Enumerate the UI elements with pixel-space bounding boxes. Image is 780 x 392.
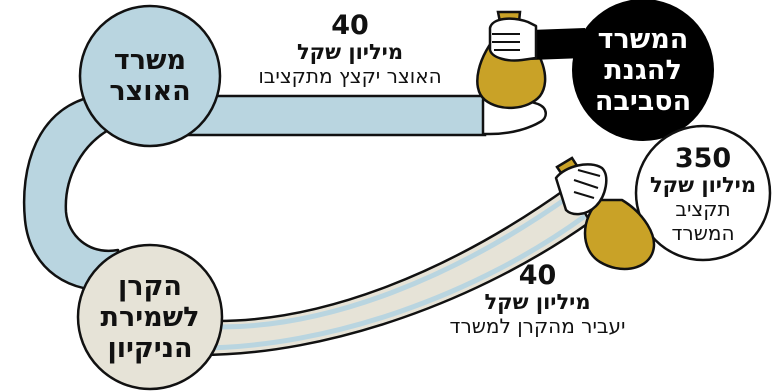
treasury-circle (78, 4, 222, 148)
fist-fingers (492, 33, 520, 51)
budget-amount: 350 (674, 143, 732, 174)
budget-circle (634, 124, 772, 262)
ministry-label-line3: הסביבה (594, 86, 692, 117)
fund-label-line3: הניקיון (107, 333, 193, 364)
treasury-label: משרד האוצר (90, 45, 210, 107)
ministry-label: המשרד להגנת הסביבה (583, 24, 703, 117)
treasury-label-line1: משרד (113, 45, 187, 76)
fist-icon (554, 163, 608, 216)
fund-transfer-desc: יעביר מהקרן למשרד (449, 314, 626, 338)
ministry-sleeve (530, 28, 585, 60)
fist-fingers (573, 169, 601, 199)
fund-label-line2: לשמירת (100, 302, 200, 333)
ministry-label-line1: המשרד (597, 24, 689, 55)
budget-unit: מיליון שקל (649, 173, 757, 197)
ministry-circle (572, 0, 714, 141)
fund-transfer-unit: מיליון שקל (484, 290, 591, 314)
treasury-cut-label: 40 מיליון שקל האוצר יקצץ מתקציבו (230, 10, 470, 89)
fund-transfer-label: 40 מיליון שקל יעביר מהקרן למשרד (410, 260, 665, 339)
treasury-arm (168, 94, 487, 137)
fist-icon (488, 17, 538, 62)
fund-label: הקרן לשמירת הניקיון (90, 271, 210, 364)
budget-desc-line2: המשרד (671, 221, 735, 245)
fund-arm-stripe-lower (197, 213, 587, 351)
fund-arm-stripe-upper (191, 190, 576, 330)
treasury-label-line2: האוצר (109, 76, 191, 107)
fund-circle (76, 243, 224, 391)
fund-label-line1: הקרן (118, 271, 182, 302)
treasury-cut-desc: האוצר יקצץ מתקציבו (258, 64, 442, 88)
treasury-cut-amount: 40 (331, 10, 369, 41)
budget-desc-line1: תקציב (675, 197, 731, 221)
treasury-cut-unit: מיליון שקל (296, 40, 404, 64)
ministry-label-line2: להגנת (604, 55, 682, 86)
budget-label: 350 מיליון שקל תקציב המשרד (643, 143, 763, 246)
fund-transfer-amount: 40 (518, 260, 557, 291)
